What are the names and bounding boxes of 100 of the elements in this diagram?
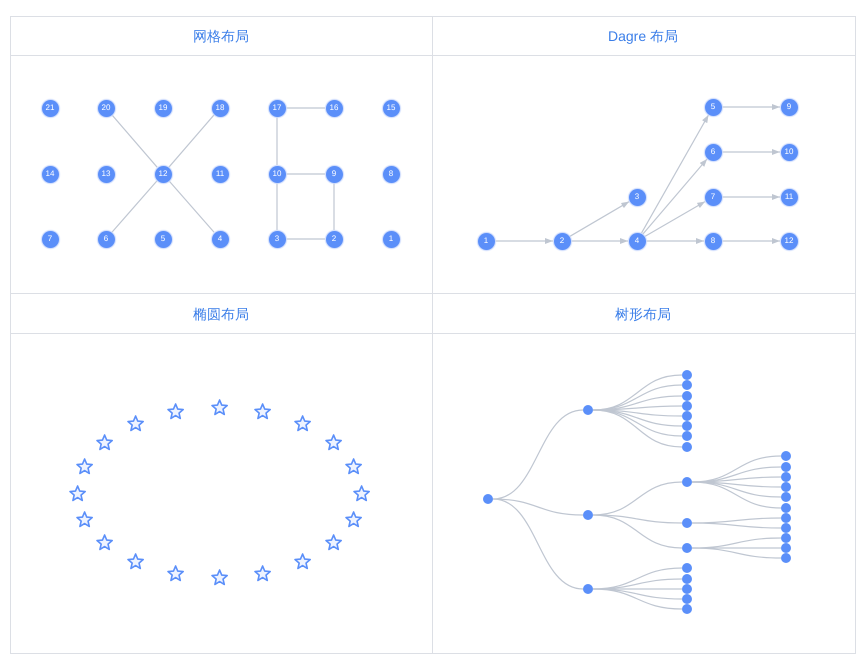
curved-connector [692,547,782,559]
star-node [345,511,363,528]
curved-connector [692,481,782,509]
arrow [722,149,780,155]
graph-node: 9 [326,166,342,182]
connector-line [333,183,335,230]
tree-node [682,477,692,487]
graph-node: 14 [42,166,58,182]
tree-node [781,553,791,563]
star-node [167,565,185,582]
star-node [211,569,229,586]
arrow [495,238,553,244]
tree-node [682,370,692,380]
tree-node [781,472,791,482]
star-node [76,511,94,528]
tree-node [682,574,692,584]
connector-line [111,114,158,168]
connector-line [276,183,278,230]
connector-line [286,107,325,109]
graph-node: 12 [780,232,798,250]
graph-node: 5 [154,230,172,248]
star-node [127,415,145,432]
graph-node: 11 [780,188,798,206]
tree-node [682,391,692,401]
curved-connector [592,514,682,549]
tree-node [483,494,493,504]
star-node [96,434,114,450]
graph-node: 4 [212,230,228,248]
panel-heading: Dagre 布局 [608,27,678,45]
graph-node: 1 [382,230,400,248]
graph-node: 3 [268,230,286,248]
arrow [640,114,710,234]
tree-node [781,492,791,502]
connector-line [111,180,158,233]
curved-connector [592,409,682,448]
tree-node [682,431,692,441]
panel-heading: 树形布局 [615,305,671,323]
graph-node: 16 [326,100,342,116]
panel-heading: 椭圆布局 [193,305,249,323]
tree-node [781,543,791,553]
curved-connector [492,409,584,500]
graph-node: 13 [98,166,114,182]
tree-node [682,543,692,553]
graph-node: 2 [326,230,342,248]
curved-connector [692,522,781,529]
arrow [722,104,780,110]
tree-node [682,584,692,594]
star-node [294,415,312,432]
tree-node [781,523,791,533]
arrow [722,238,780,244]
tree-node [682,401,692,411]
tree-node [682,594,692,604]
graph-node: 9 [780,98,798,116]
graph-node: 20 [98,100,114,116]
graph-node: 18 [212,100,228,116]
star-node [325,434,343,450]
graph-node: 19 [154,100,172,116]
star-node [211,399,229,416]
arrow [642,158,708,235]
graph-node: 6 [98,230,114,248]
connector-line [276,117,278,165]
tree-node [781,482,791,492]
arrow [569,201,630,237]
graph-node: 12 [154,166,172,182]
graph-node: 2 [554,232,570,250]
curved-connector [592,588,682,610]
graph-node: 7 [42,230,58,248]
star-node [96,534,114,550]
graph-node: 21 [42,100,58,116]
arrow [571,238,628,244]
graph-node: 17 [268,100,286,116]
graph-node: 7 [704,188,722,206]
curved-connector [492,498,584,590]
tree-node [682,604,692,614]
tree-node [781,451,791,461]
star-node [294,553,312,570]
connector-line [286,238,325,240]
tree-node [682,411,692,421]
star-node [76,458,94,474]
star-node [325,534,343,550]
graph-node: 8 [704,232,722,250]
graph-node: 11 [212,166,228,182]
connector-line [168,114,215,168]
star-node [127,553,145,570]
arrow [646,238,704,244]
tree-node [781,513,791,523]
tree-node [682,518,692,528]
tree-node [583,405,593,415]
graph-node: 1 [478,232,494,250]
tree-node [682,421,692,431]
tree-node [682,563,692,573]
star-node [345,458,363,474]
star-node [353,485,371,502]
panel-heading: 网格布局 [193,27,249,45]
graph-node: 6 [704,144,722,160]
star-node [254,403,272,420]
arrow [644,201,706,237]
graph-node: 10 [780,144,798,160]
tree-node [781,503,791,513]
tree-node [583,510,593,520]
